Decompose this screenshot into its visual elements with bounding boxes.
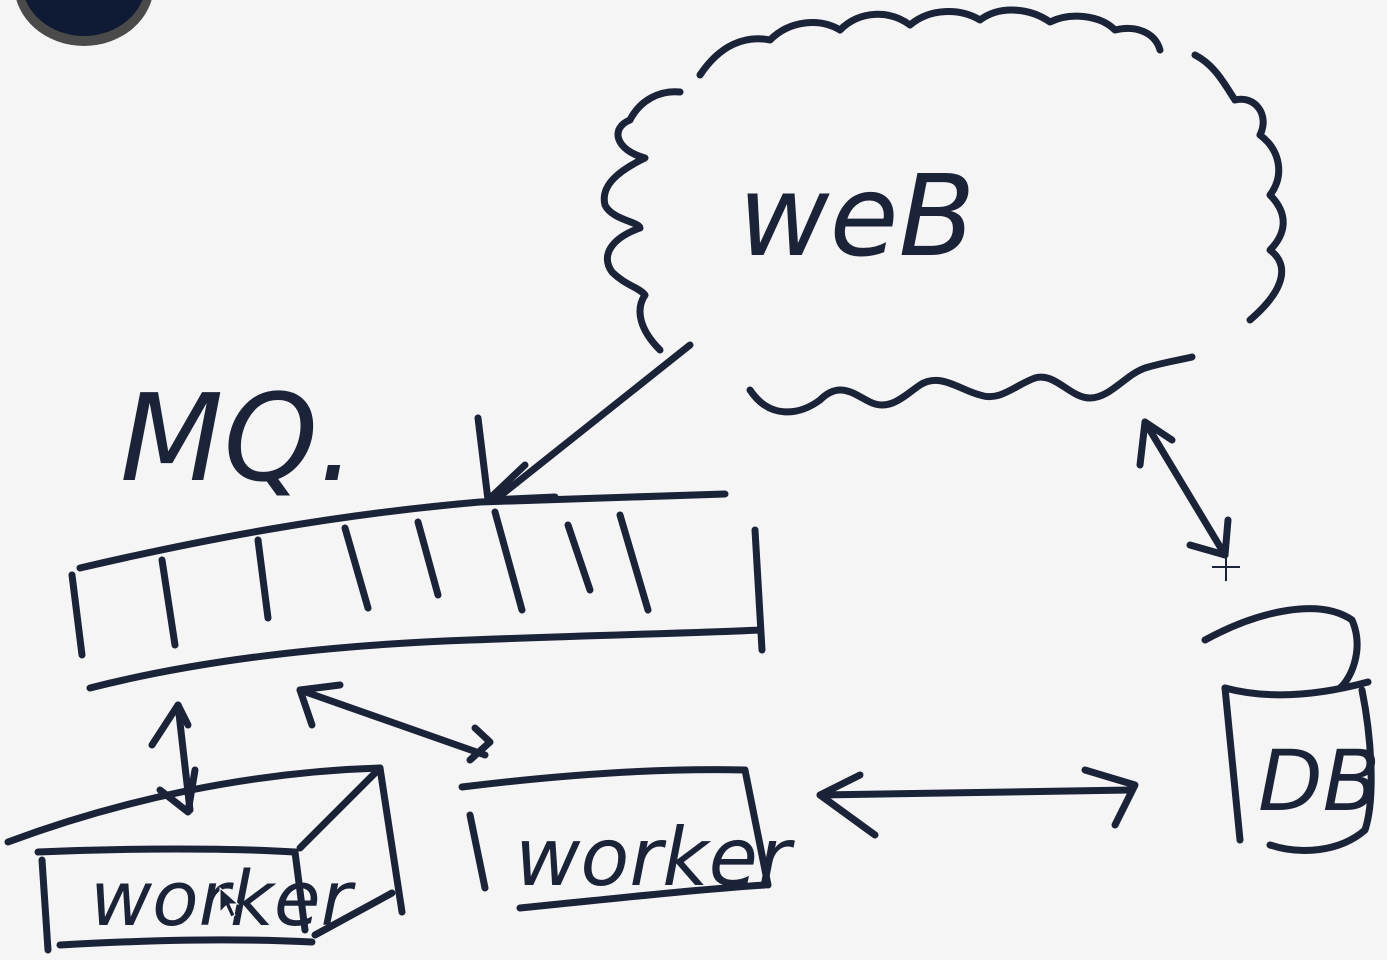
web-db-arrow [1136, 418, 1232, 559]
cloud-outline-left [600, 88, 684, 354]
queue-slot-1 [158, 556, 179, 649]
cloud-outline-top [696, 6, 1164, 79]
queue-slot-3 [341, 524, 372, 612]
queue-slot-7 [616, 511, 652, 614]
queue-slot-5 [491, 508, 526, 614]
queue-top-edge [76, 490, 729, 572]
queue-slot-6 [564, 521, 594, 594]
worker-right-box: worker [458, 766, 796, 912]
web-label: weB [738, 152, 975, 282]
message-queue [68, 490, 766, 692]
cloud-outline-bottom [746, 353, 1196, 416]
worker-right-label: worker [515, 811, 796, 904]
web-to-queue-arrow [474, 341, 694, 504]
worker-db-arrow [816, 766, 1139, 839]
web-cloud: weB [600, 6, 1287, 416]
db-cylinder: DB [1201, 605, 1380, 854]
worker-left-box: worker [4, 764, 406, 954]
mq-label: MQ. [120, 370, 356, 509]
queue-bottom-edge [86, 626, 764, 692]
cloud-outline-right [1191, 51, 1287, 324]
queue-slot-2 [254, 536, 272, 622]
db-label: DB [1258, 732, 1380, 830]
queue-worker-right-arrow [296, 681, 494, 764]
arrow-pointer-icon [219, 886, 240, 918]
crosshair-icon [1212, 553, 1240, 581]
queue-slot-4 [414, 518, 442, 599]
